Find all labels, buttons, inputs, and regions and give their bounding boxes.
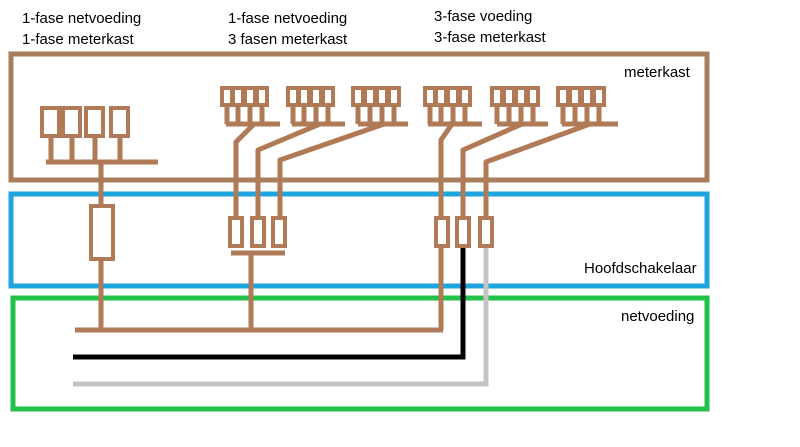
- col3-fuse-a2: [434, 86, 448, 107]
- col2-fuse-a1: [220, 86, 234, 107]
- caption-1fase-3fasen-line1: 1-fase netvoeding: [228, 10, 348, 27]
- caption-3fase-3fase-line1: 3-fase voeding: [434, 8, 533, 25]
- col3-fuse-b3: [514, 86, 528, 107]
- col1-fuse-4: [109, 106, 130, 138]
- caption-1fase-1fase-line1: 1-fase netvoeding: [22, 10, 142, 27]
- netvoeding-label: netvoeding: [621, 308, 695, 325]
- col2-main-switch-2: [250, 216, 266, 248]
- col2-fuse-c4: [387, 86, 401, 107]
- col3-fuse-a1: [423, 86, 437, 107]
- col3-fuse-b4: [526, 86, 540, 107]
- col3-fuse-b2: [502, 86, 516, 107]
- col2-group-b-drops: [290, 104, 331, 124]
- col3-fuse-a4: [458, 86, 472, 107]
- col2-phase-lines: [233, 121, 385, 218]
- caption-1fase-3fasen-line2: 3 fasen meterkast: [228, 31, 348, 48]
- caption-3fase-3fase-line2: 3-fase meterkast: [434, 29, 546, 46]
- col1-fuse-1: [40, 106, 61, 138]
- hoofdschakelaar-box: [8, 191, 710, 289]
- col3-fuse-c2: [568, 86, 582, 107]
- col2-fuse-b4: [321, 86, 335, 107]
- mains-black-line: [73, 246, 466, 360]
- col2-fuse-b3: [309, 86, 323, 107]
- col2-fuse-a4: [255, 86, 269, 107]
- col2-group-c-drops: [355, 104, 397, 124]
- col1-drops: [48, 136, 123, 162]
- col2-fuse-c2: [363, 86, 377, 107]
- col3-fuse-c3: [580, 86, 594, 107]
- caption-1fase-1fase-line2: 1-fase meterkast: [22, 31, 134, 48]
- col2-main-switch-3: [271, 216, 287, 248]
- col1-main-switch: [89, 204, 115, 261]
- brown-wiring: [46, 104, 618, 333]
- col3-fuse-b1: [490, 86, 504, 107]
- col2-main-switch-1: [228, 216, 244, 248]
- col2-fuse-b2: [297, 86, 311, 107]
- col3-main-switch-1: [434, 216, 450, 248]
- hoofdschakelaar-label: Hoofdschakelaar: [584, 260, 697, 277]
- col2-fuse-c1: [351, 86, 365, 107]
- col2-group-a-drops: [224, 104, 265, 124]
- col2-fuse-b1: [286, 86, 300, 107]
- col2-fuse-a2: [231, 86, 245, 107]
- col3-fuse-a3: [446, 86, 460, 107]
- col2-fuse-c3: [375, 86, 389, 107]
- col3-fuse-c4: [592, 86, 606, 107]
- col2-switch-join: [231, 250, 285, 330]
- col1-fuse-3: [84, 106, 105, 138]
- netvoeding-box: [10, 295, 710, 412]
- col1-fuse-2: [61, 106, 82, 138]
- col3-group-a-drops: [427, 104, 468, 124]
- mains-grey-line: [73, 246, 489, 387]
- col2-fuse-a3: [243, 86, 257, 107]
- col3-group-b-drops: [494, 104, 536, 124]
- meterkast-box: [8, 51, 710, 183]
- col3-main-switch-2: [455, 216, 471, 248]
- col3-phase-lines: [438, 121, 591, 218]
- col3-group-c-drops: [560, 104, 602, 124]
- col3-fuse-c1: [556, 86, 570, 107]
- meter-rects: [40, 86, 606, 261]
- col3-main-switch-3: [478, 216, 494, 248]
- meterkast-label: meterkast: [624, 64, 690, 81]
